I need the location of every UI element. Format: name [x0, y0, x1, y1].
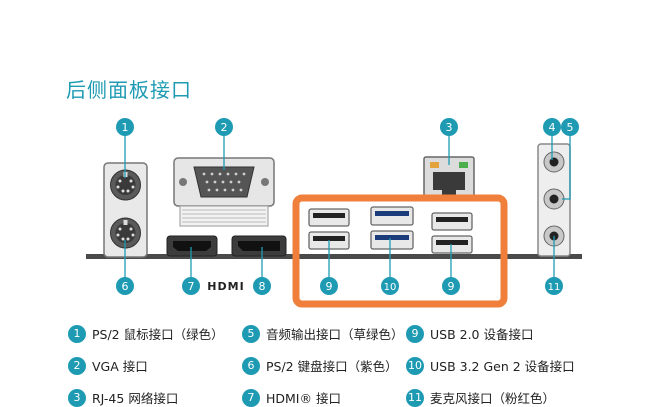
- callout-9-right-label: 9: [448, 280, 455, 293]
- vga-port: [173, 157, 275, 227]
- usb-port-stack-middle: [370, 206, 414, 250]
- usb-port-stack-right: [431, 212, 473, 254]
- callout-4: 4: [543, 118, 561, 136]
- legend-item: 6 PS/2 键盘接口（紫色）: [242, 356, 398, 375]
- legend-number: 1: [68, 324, 86, 343]
- legend-item: 1 PS/2 鼠标接口（绿色）: [68, 324, 224, 343]
- callout-1-label: 1: [122, 121, 129, 134]
- hdmi-logo: HDMI: [207, 280, 244, 293]
- callout-8: 8: [253, 277, 271, 295]
- legend-text: HDMI® 接口: [266, 391, 341, 406]
- callout-10-label: 10: [384, 282, 397, 293]
- legend-text: 音频输出接口（草绿色）: [266, 327, 404, 342]
- legend-text: PS/2 鼠标接口（绿色）: [92, 327, 224, 342]
- callout-1: 1: [116, 118, 134, 136]
- legend-text: USB 3.2 Gen 2 设备接口: [430, 359, 575, 374]
- callout-9-right: 9: [442, 277, 460, 295]
- displayport-port: [231, 235, 287, 257]
- callout-2-label: 2: [221, 121, 228, 134]
- legend-text: PS/2 键盘接口（紫色）: [266, 359, 398, 374]
- legend-item: 2 VGA 接口: [68, 356, 148, 375]
- legend-number: 2: [68, 356, 86, 375]
- legend-number: 6: [242, 356, 260, 375]
- legend-item: 9 USB 2.0 设备接口: [406, 324, 534, 343]
- callout-4-label: 4: [549, 121, 556, 134]
- usb-highlight-box: [292, 194, 508, 308]
- legend-item: 3 RJ-45 网络接口: [68, 388, 178, 407]
- callout-3-label: 3: [446, 121, 453, 134]
- callout-5-label: 5: [567, 121, 574, 134]
- legend-number: 7: [242, 388, 260, 407]
- callout-8-label: 8: [259, 280, 266, 293]
- legend-text: RJ-45 网络接口: [92, 391, 179, 406]
- callout-6: 6: [116, 277, 134, 295]
- legend-text: USB 2.0 设备接口: [430, 327, 534, 342]
- callout-11: 11: [545, 277, 563, 295]
- callout-5: 5: [561, 118, 579, 136]
- legend-number: 10: [406, 356, 424, 375]
- legend-item: 7 HDMI® 接口: [242, 388, 341, 407]
- legend-item: 5 音频输出接口（草绿色）: [242, 324, 404, 343]
- audio-jack-stack: [537, 143, 571, 257]
- leader-lines: [124, 135, 571, 278]
- hdmi-port: [166, 235, 218, 257]
- callout-3: 3: [440, 118, 458, 136]
- legend-number: 5: [242, 324, 260, 343]
- panel-base: [86, 254, 582, 259]
- callout-10: 10: [381, 277, 399, 295]
- ps2-port-stack: [103, 162, 148, 258]
- callout-6-label: 6: [122, 280, 129, 293]
- callout-9-left: 9: [320, 277, 338, 295]
- legend-text: VGA 接口: [92, 359, 148, 374]
- legend: 1 PS/2 鼠标接口（绿色） 5 音频输出接口（草绿色） 9 USB 2.0 …: [0, 318, 667, 407]
- callout-2: 2: [215, 118, 233, 136]
- callout-7-label: 7: [188, 280, 195, 293]
- page-title: 后侧面板接口: [66, 78, 192, 102]
- legend-number: 9: [406, 324, 424, 343]
- legend-item: 11 麦克风接口（粉红色）: [406, 388, 555, 407]
- callout-7: 7: [182, 277, 200, 295]
- rear-panel-diagram: HDMI: [86, 118, 582, 308]
- callout-11-label: 11: [548, 282, 561, 293]
- legend-number: 11: [406, 388, 424, 407]
- legend-item: 10 USB 3.2 Gen 2 设备接口: [406, 356, 575, 375]
- legend-number: 3: [68, 388, 86, 407]
- rj45-port: [423, 156, 475, 200]
- callout-9-left-label: 9: [326, 280, 333, 293]
- legend-text: 麦克风接口（粉红色）: [430, 391, 556, 406]
